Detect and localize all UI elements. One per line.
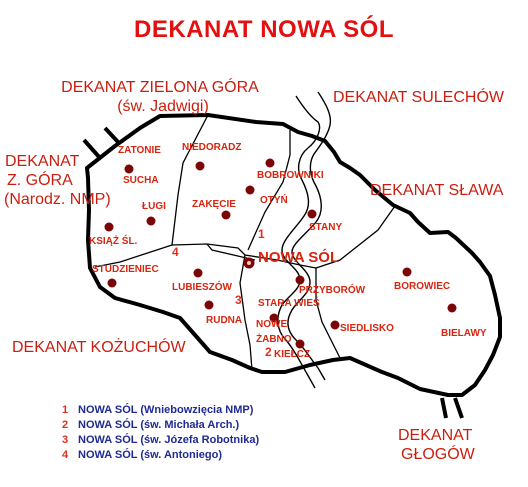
dot-ksiaz [104, 222, 114, 232]
legend-number: 2 [62, 419, 69, 431]
legend-row: 1 NOWA SÓL (Wniebowzięcia NMP) [62, 403, 259, 418]
deanery-boundary [85, 113, 502, 397]
place-zakecie: ZAKĘCIE [192, 199, 236, 210]
legend-text: NOWA SÓL (Wniebowzięcia NMP) [78, 404, 254, 416]
label-dekanat-zielona-gora-sub: (św. Jadwigi) [117, 98, 209, 115]
legend-text: NOWA SÓL (św. Michała Arch.) [78, 419, 240, 431]
legend-number: 4 [62, 449, 69, 461]
dot-rudna [204, 300, 214, 310]
place-niedoradz: NIEDORADZ [182, 142, 241, 153]
dot-kielcz [295, 339, 305, 349]
legend-row: 3 NOWA SÓL (św. Józefa Robotnika) [62, 433, 259, 448]
place-labels: ZATONIE NIEDORADZ SUCHA BOBROWNIKI ŁUGI … [89, 142, 487, 360]
place-stara-wies: STARA WIEŚ [258, 296, 320, 309]
place-stany: STANY [309, 222, 342, 233]
parish-number-2: 2 [265, 345, 272, 359]
map-title: DEKANAT NOWA SÓL [134, 16, 394, 43]
place-otyn: OTYŃ [260, 193, 288, 206]
dot-siedlisko [330, 320, 340, 330]
neighbour-labels: DEKANAT ZIELONA GÓRA (św. Jadwigi) DEKAN… [4, 77, 505, 463]
place-sucha: SUCHA [123, 175, 159, 186]
parish-number-1: 1 [258, 227, 265, 241]
place-siedlisko: SIEDLISKO [340, 323, 394, 334]
place-bielawy: BIELAWY [441, 328, 487, 339]
dot-stany [307, 209, 317, 219]
place-ksiaz: KSIĄŻ ŚL. [89, 234, 138, 247]
dot-studzieniec [107, 278, 117, 288]
label-dekanat-zgora-2: Z. GÓRA [7, 170, 73, 189]
border-stubs [82, 126, 464, 419]
place-zabno: ŻABNO [256, 332, 292, 345]
label-dekanat-sulechow: DEKANAT SULECHÓW [333, 87, 505, 106]
place-studzieniec: STUDZIENIEC [92, 264, 159, 275]
label-dekanat-zgora-3: (Narodz. NMP) [4, 191, 111, 208]
dot-lubieszow [193, 268, 203, 278]
dot-borowiec [402, 267, 412, 277]
legend-number: 1 [62, 404, 69, 416]
dot-lugi [146, 216, 156, 226]
dot-bielawy [447, 303, 457, 313]
place-rudna: RUDNA [206, 315, 242, 326]
dot-nowe-zabno [269, 313, 279, 323]
label-dekanat-glogow-2: GŁOGÓW [401, 444, 476, 463]
place-bobrowniki: BOBROWNIKI [257, 170, 324, 181]
legend-number: 3 [62, 434, 69, 446]
legend-row: 4 NOWA SÓL (św. Antoniego) [62, 448, 259, 463]
parish-number-3: 3 [235, 293, 242, 307]
legend-row: 2 NOWA SÓL (św. Michała Arch.) [62, 418, 259, 433]
place-zatonie: ZATONIE [118, 145, 161, 156]
dot-niedoradz [195, 161, 205, 171]
legend-text: NOWA SÓL (św. Antoniego) [78, 449, 223, 461]
parish-boundaries [94, 114, 396, 371]
label-dekanat-glogow-1: DEKANAT [398, 427, 473, 444]
label-dekanat-kozuchow: DEKANAT KOŻUCHÓW [12, 337, 187, 356]
dot-nowa-sol-center [247, 261, 251, 265]
label-dekanat-zgora-1: DEKANAT [5, 153, 80, 170]
place-kielcz: KIEŁCZ [274, 349, 310, 360]
dot-otyn [245, 185, 255, 195]
dot-bobrowniki [265, 158, 275, 168]
dot-stara-wies [295, 275, 305, 285]
place-przyborow: PRZYBORÓW [299, 283, 366, 296]
place-lubieszow: LUBIESZÓW [172, 280, 233, 293]
legend-text: NOWA SÓL (św. Józefa Robotnika) [78, 434, 260, 446]
label-dekanat-slawa: DEKANAT SŁAWA [370, 182, 504, 199]
dot-zakecie [221, 210, 231, 220]
parish-number-4: 4 [172, 245, 179, 259]
oder-river [277, 91, 332, 389]
place-borowiec: BOROWIEC [394, 281, 450, 292]
place-nowe: NOWE [256, 319, 287, 330]
label-dekanat-zielona-gora: DEKANAT ZIELONA GÓRA [61, 77, 259, 96]
place-nowa-sol: NOWA SÓL [258, 248, 339, 266]
parish-numbers: 1 2 3 4 [172, 227, 272, 359]
dot-sucha [124, 164, 134, 174]
place-dots [104, 158, 457, 349]
place-lugi: ŁUGI [142, 201, 166, 212]
